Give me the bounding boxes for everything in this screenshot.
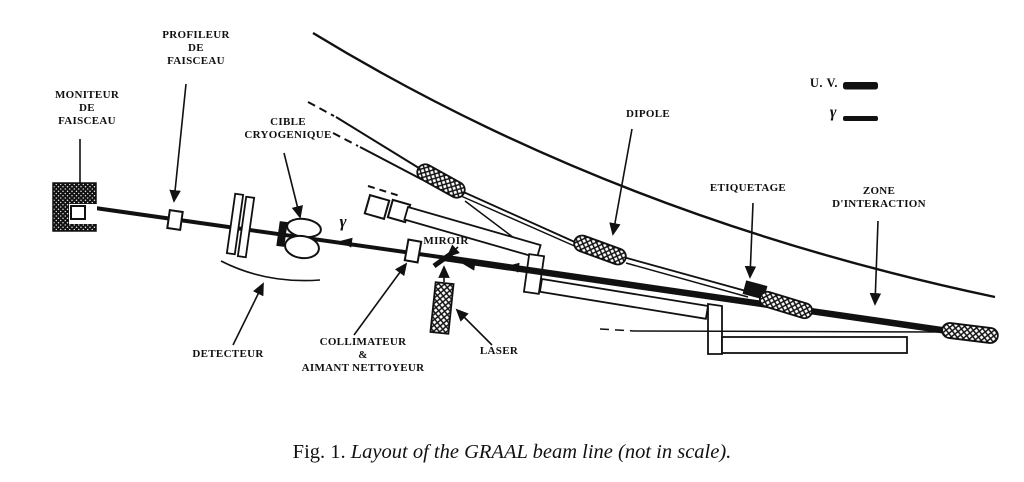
shielding-wall-shape bbox=[522, 253, 908, 355]
beam-monitor-shape bbox=[52, 182, 97, 232]
storage-ring-curve bbox=[312, 31, 996, 299]
dipole-1-magnet-shape bbox=[416, 163, 466, 199]
label-mirror: MIROIR bbox=[423, 235, 469, 247]
beam-profiler-shape bbox=[166, 209, 184, 231]
baseline-line bbox=[633, 330, 946, 333]
label-collimator: COLLIMATEUR & AIMANT NETTOYEUR bbox=[301, 336, 425, 374]
detector-arc bbox=[220, 260, 321, 282]
gamma-symbol: γ bbox=[339, 212, 347, 231]
label-interaction-zone: ZONE D'INTERACTION bbox=[832, 185, 926, 210]
beam-pipe-dashed-line bbox=[367, 185, 401, 197]
beam-direction-arrowheads bbox=[340, 237, 520, 273]
caption-prefix: Fig. 1. bbox=[292, 441, 346, 463]
label-beam-profiler: PROFILEUR DE FAISCEAU bbox=[162, 29, 230, 67]
electron-trajectory-lines bbox=[307, 101, 749, 298]
cryo-target-shape bbox=[276, 217, 322, 260]
beam-pipe-slab-upper bbox=[403, 205, 542, 259]
legend-gamma-label: γ bbox=[829, 104, 837, 121]
label-detector: DETECTEUR bbox=[192, 348, 264, 360]
legend-uv-swatch bbox=[843, 82, 878, 90]
label-pointers bbox=[79, 83, 882, 346]
tagging-capsule-shape bbox=[758, 290, 814, 320]
label-cryo-target: CIBLE CRYOGENIQUE bbox=[244, 116, 332, 141]
uv-beam-line bbox=[444, 254, 949, 335]
dipole-2-magnet-shape bbox=[573, 234, 627, 266]
label-dipole: DIPOLE bbox=[626, 108, 670, 120]
label-laser: LASER bbox=[479, 345, 519, 357]
detector-plates-shape bbox=[225, 192, 256, 259]
legend-uv-label: U. V. bbox=[809, 76, 838, 90]
quadrupole-box-1 bbox=[363, 193, 391, 221]
interaction-capsule-shape bbox=[941, 322, 999, 344]
legend-gamma-swatch bbox=[843, 116, 878, 121]
gamma-beam-line bbox=[94, 206, 448, 260]
caption-text: Layout of the GRAAL beam line (not in sc… bbox=[350, 441, 732, 463]
baseline-dashed bbox=[599, 328, 635, 332]
laser-shape bbox=[429, 281, 455, 335]
collimator-shape bbox=[403, 238, 423, 264]
figure-caption: Fig. 1. Layout of the GRAAL beam line (n… bbox=[0, 441, 1024, 464]
label-tagging: ETIQUETAGE bbox=[709, 182, 787, 194]
label-beam-monitor: MONITEUR DE FAISCEAU bbox=[54, 89, 120, 127]
